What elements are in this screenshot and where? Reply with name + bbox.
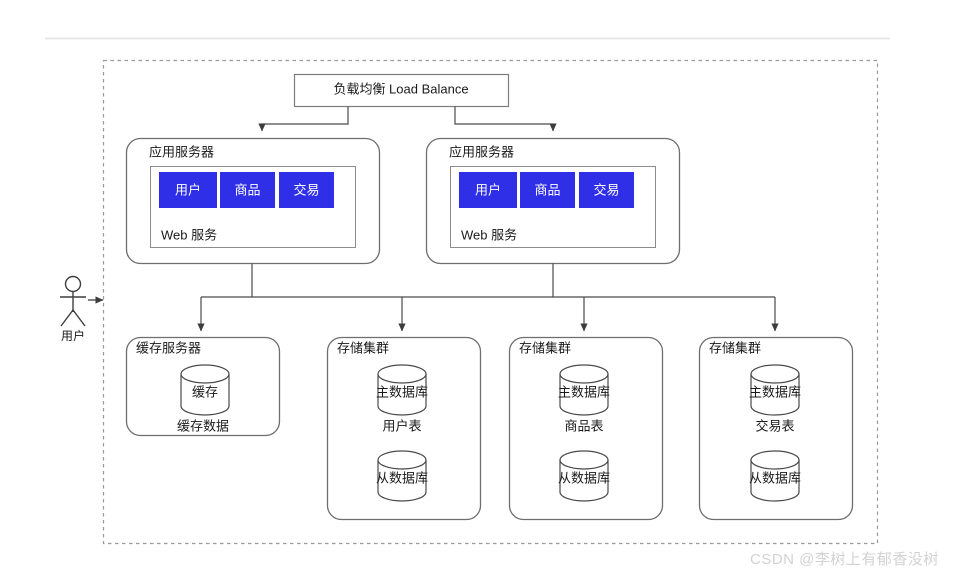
app-module-box-2-3 xyxy=(579,172,634,208)
app-module-label-1-3[interactable]: 交易 xyxy=(293,182,320,198)
system-boundary xyxy=(102,59,879,545)
app-module-label-2-3[interactable]: 交易 xyxy=(593,182,620,198)
storage-cluster-title-2: 存储集群 xyxy=(519,340,572,356)
primary-db-cylinder-icon-3 xyxy=(750,364,800,416)
replica-db-label-3: 从数据库 xyxy=(748,470,802,486)
actor-label: 用户 xyxy=(60,329,86,343)
app-module-box-1-3 xyxy=(279,172,334,208)
storage-caption-1: 用户表 xyxy=(382,418,422,434)
cache-cylinder-label: 缓存 xyxy=(191,384,219,400)
replica-db-cylinder-icon-3 xyxy=(750,450,800,502)
storage-cluster-title-3: 存储集群 xyxy=(709,340,762,356)
replica-db-cylinder-icon-2 xyxy=(559,450,609,502)
app-module-label-1-2[interactable]: 商品 xyxy=(234,182,261,198)
storage-cluster-container-2 xyxy=(508,336,664,521)
app-server-title-2: 应用服务器 xyxy=(449,144,515,160)
app-module-label-2-1[interactable]: 用户 xyxy=(474,182,502,198)
app-module-box-1-2 xyxy=(220,172,275,208)
actor-label-wrapper: 负载均衡 Load Balance xyxy=(333,83,468,96)
web-service-label-1: Web 服务 xyxy=(161,227,218,243)
watermark: CSDN @李树上有郁香没树 xyxy=(750,551,939,568)
app-module-box-2-1 xyxy=(459,172,517,208)
web-service-label-2: Web 服务 xyxy=(461,227,518,243)
cache-caption: 缓存数据 xyxy=(176,418,230,434)
load-balancer-box xyxy=(293,73,510,108)
storage-cluster-title-1: 存储集群 xyxy=(337,340,390,356)
storage-cluster-container-3 xyxy=(698,336,854,521)
app-module-box-2-2 xyxy=(520,172,575,208)
primary-db-label-1: 主数据库 xyxy=(375,384,429,400)
app-module-label-1-1[interactable]: 用户 xyxy=(174,182,202,198)
app-module-box-1-1 xyxy=(159,172,217,208)
replica-db-cylinder-icon-1 xyxy=(377,450,427,502)
primary-db-label-3: 主数据库 xyxy=(748,384,802,400)
replica-db-label-1: 从数据库 xyxy=(375,470,429,486)
storage-caption-3: 交易表 xyxy=(755,418,795,434)
actor-user-icon xyxy=(60,275,86,327)
primary-db-cylinder-icon-2 xyxy=(559,364,609,416)
app-module-label-2-2[interactable]: 商品 xyxy=(534,182,561,198)
replica-db-label-2: 从数据库 xyxy=(557,470,611,486)
primary-db-cylinder-icon-1 xyxy=(377,364,427,416)
cache-cylinder-icon xyxy=(180,364,230,416)
storage-caption-2: 商品表 xyxy=(564,418,604,434)
app-server-title-1: 应用服务器 xyxy=(149,144,215,160)
storage-cluster-container-1 xyxy=(326,336,482,521)
cache-server-title: 缓存服务器 xyxy=(136,340,202,356)
load-balancer-label: 负载均衡 Load Balance xyxy=(333,81,469,97)
connector-lb-to-app1 xyxy=(258,106,349,132)
primary-db-label-2: 主数据库 xyxy=(557,384,611,400)
connector-lb-to-app2 xyxy=(454,106,557,132)
